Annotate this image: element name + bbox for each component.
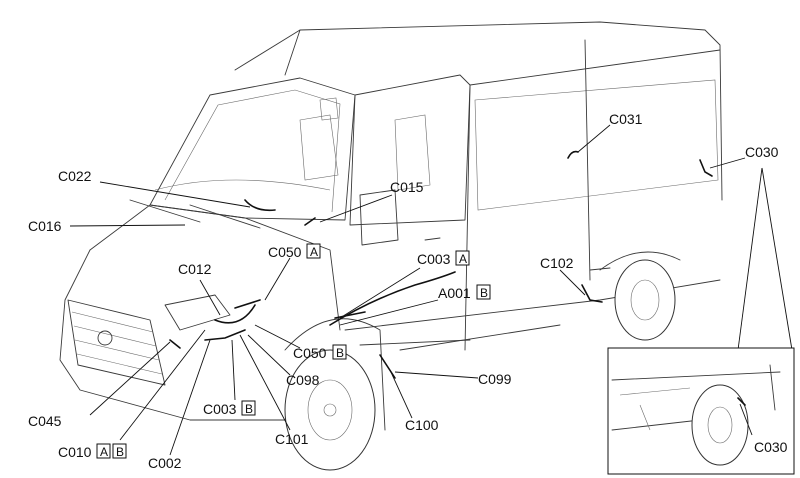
harness-wiring xyxy=(169,150,713,379)
van-body xyxy=(59,21,723,471)
label-c010: C010 xyxy=(58,444,92,460)
label-c102: C102 xyxy=(540,255,574,271)
box-c050b xyxy=(332,344,347,360)
connector-labels: C022 C015 C016 C050 A C003 A C012 A001 B… xyxy=(28,111,788,471)
inset-detail xyxy=(607,167,795,475)
box-c050a xyxy=(306,243,321,259)
label-c030-inset: C030 xyxy=(754,439,788,455)
box-label-c050a: A xyxy=(310,245,318,259)
label-c022: C022 xyxy=(58,168,92,184)
label-c100: C100 xyxy=(405,417,439,433)
box-c003a xyxy=(455,250,470,266)
box-c010b xyxy=(112,443,127,459)
box-c010a xyxy=(96,443,111,459)
box-a001b xyxy=(476,284,491,300)
box-c003b xyxy=(241,400,256,416)
label-c050a: C050 xyxy=(268,244,302,260)
rear-wheel xyxy=(614,259,676,341)
label-c003b: C003 xyxy=(203,401,237,417)
label-c101: C101 xyxy=(275,431,309,447)
label-c098: C098 xyxy=(286,372,320,388)
label-c003a: C003 xyxy=(417,251,451,267)
box-label-a001b: B xyxy=(480,286,488,300)
front-wheel xyxy=(284,349,376,471)
label-a001b: A001 xyxy=(438,285,471,301)
box-label-c010a: A xyxy=(100,445,108,459)
label-c016: C016 xyxy=(28,218,62,234)
label-c015: C015 xyxy=(390,179,424,195)
box-label-c010b: B xyxy=(116,445,124,459)
box-label-c003a: A xyxy=(459,252,467,266)
leader-lines xyxy=(69,124,746,456)
label-c012: C012 xyxy=(178,261,212,277)
label-c050b: C050 xyxy=(293,345,327,361)
box-label-c003b: B xyxy=(245,402,253,416)
label-c045: C045 xyxy=(28,413,62,429)
box-label-c050b: B xyxy=(336,346,344,360)
label-c030: C030 xyxy=(745,144,779,160)
label-c031: C031 xyxy=(609,111,643,127)
label-c099: C099 xyxy=(478,371,512,387)
label-c002: C002 xyxy=(148,455,182,471)
